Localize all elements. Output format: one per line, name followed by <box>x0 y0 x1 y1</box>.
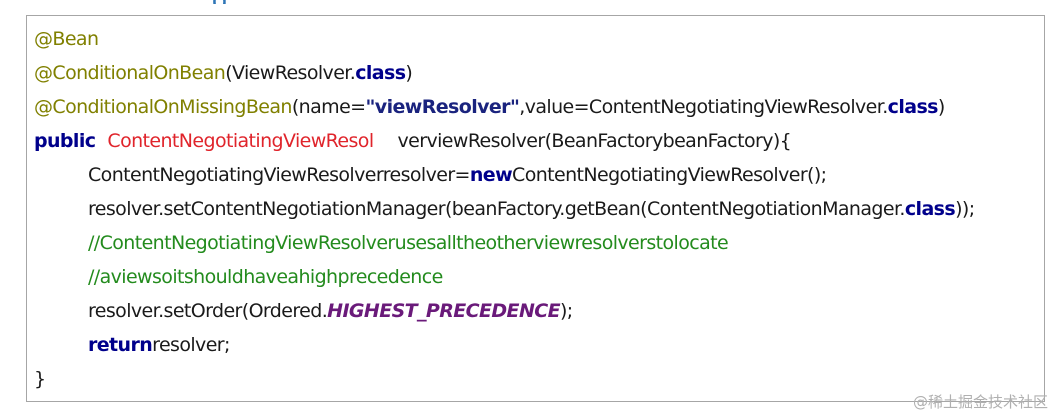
heading-fragment: g <box>212 0 228 4</box>
annotation-conditional-on-missing-bean: @ConditionalOnMissingBean <box>34 96 292 118</box>
code-line-8: //aviewsoitshouldhaveahighprecedence <box>88 262 443 292</box>
code-text: (ViewResolver. <box>225 62 356 84</box>
code-text: ); <box>559 300 573 322</box>
code-line-2: @ConditionalOnBean(ViewResolver.class) <box>34 58 413 88</box>
constant-highest-precedence: HIGHEST_PRECEDENCE <box>327 300 560 322</box>
code-comment: //aviewsoitshouldhaveahighprecedence <box>88 266 443 288</box>
code-line-3: @ConditionalOnMissingBean(name="viewReso… <box>34 92 945 122</box>
keyword-public: public <box>34 130 96 152</box>
closing-brace: } <box>34 368 46 390</box>
code-line-9: resolver.setOrder(Ordered.HIGHEST_PRECED… <box>88 296 573 326</box>
annotation-conditional-on-bean: @ConditionalOnBean <box>34 62 226 84</box>
keyword-class: class <box>887 96 939 118</box>
code-line-5: ContentNegotiatingViewResolverresolver=n… <box>88 160 827 190</box>
code-text: ContentNegotiatingViewResolverresolver= <box>88 164 470 186</box>
code-text: ) <box>937 96 945 118</box>
code-text: resolver.setContentNegotiationManager(be… <box>88 198 905 220</box>
keyword-class: class <box>904 198 956 220</box>
code-line-10: returnresolver; <box>88 330 230 360</box>
string-literal: "viewResolver" <box>365 96 520 118</box>
keyword-return: return <box>88 334 153 356</box>
code-comment: //ContentNegotiatingViewResolverusesallt… <box>88 232 729 254</box>
code-text: ,value=ContentNegotiatingViewResolver. <box>519 96 888 118</box>
code-text: resolver.setOrder(Ordered. <box>88 300 328 322</box>
code-line-7: //ContentNegotiatingViewResolverusesallt… <box>88 228 729 258</box>
code-line-11: } <box>34 364 46 394</box>
annotation-bean: @Bean <box>34 28 99 50</box>
code-text: )); <box>955 198 975 220</box>
keyword-new: new <box>469 164 513 186</box>
keyword-class: class <box>355 62 406 84</box>
code-text: (name= <box>291 96 366 118</box>
code-line-4: public ContentNegotiatingViewResol verview… <box>34 126 792 156</box>
return-type: ContentNegotiatingViewResol <box>107 130 374 152</box>
code-text: ContentNegotiatingViewResolver(); <box>512 164 827 186</box>
watermark: @稀土掘金技术社区 <box>912 393 1048 411</box>
code-text: ) <box>405 62 413 84</box>
code-line-6: resolver.setContentNegotiationManager(be… <box>88 194 975 224</box>
code-block: @Bean @ConditionalOnBean(ViewResolver.cl… <box>26 15 1045 402</box>
code-text: resolver; <box>152 334 230 356</box>
code-text: verviewResolver(BeanFactorybeanFactory){ <box>397 130 792 152</box>
code-line-1: @Bean <box>34 24 99 54</box>
